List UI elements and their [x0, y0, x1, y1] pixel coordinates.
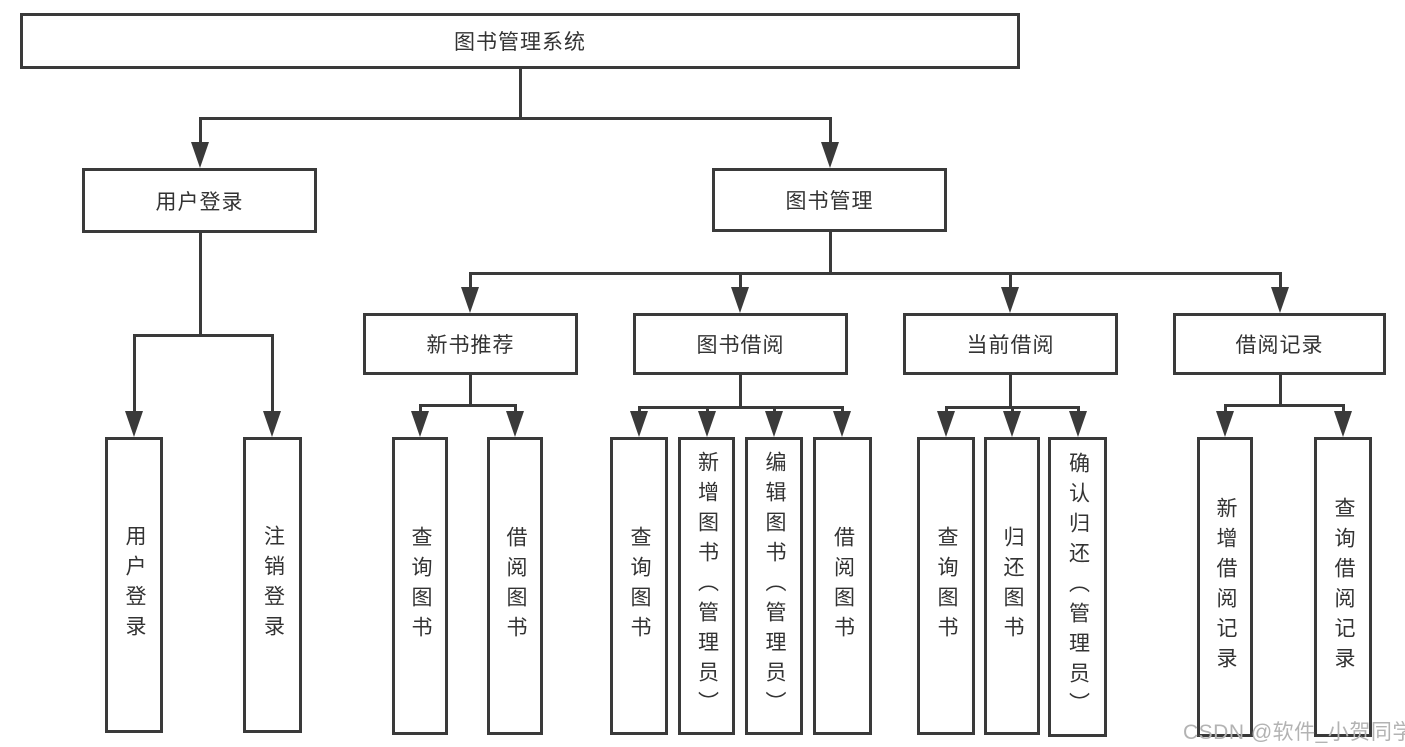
arrow-down-icon — [821, 142, 839, 168]
node-borrow-books-rec: 借阅图书 — [487, 437, 543, 735]
node-logout-action: 注销登录 — [243, 437, 302, 733]
node-label-root: 图书管理系统 — [454, 31, 586, 54]
node-user-login: 用户登录 — [82, 168, 317, 233]
connector-arrow-line — [198, 118, 202, 150]
node-label-confirm-return-admin: 确认归还（管理员） — [1066, 452, 1090, 722]
arrow-down-icon — [630, 411, 648, 437]
node-label-edit-books-admin: 编辑图书（管理员） — [763, 451, 786, 721]
connector-drop-line — [828, 232, 832, 275]
node-label-search-books-rec: 查询图书 — [409, 526, 432, 646]
connector-drop-line — [518, 69, 522, 120]
node-label-borrow-books-borrow: 借阅图书 — [831, 526, 855, 646]
arrow-down-icon — [1001, 287, 1019, 313]
node-borrowing-records: 借阅记录 — [1173, 313, 1386, 375]
node-return-books: 归还图书 — [984, 437, 1040, 735]
node-label-return-books: 归还图书 — [1001, 526, 1024, 646]
node-label-logout-action: 注销登录 — [261, 525, 285, 645]
arrow-down-icon — [1216, 411, 1234, 437]
node-root: 图书管理系统 — [20, 13, 1020, 69]
csdn-watermark: CSDN @软件_小贺同学 — [1183, 721, 1405, 744]
node-add-books-admin: 新增图书（管理员） — [678, 437, 735, 735]
node-label-current-borrowing: 当前借阅 — [966, 334, 1055, 357]
connector-arrow-line — [1008, 273, 1012, 295]
node-confirm-return-admin: 确认归还（管理员） — [1048, 437, 1107, 737]
node-search-borrow-record: 查询借阅记录 — [1314, 437, 1372, 737]
connector-arrow-line — [828, 118, 832, 150]
connector-arrow-line — [1278, 273, 1282, 295]
arrow-down-icon — [698, 411, 716, 437]
node-label-borrowing-records: 借阅记录 — [1235, 334, 1324, 357]
node-label-add-books-admin: 新增图书（管理员） — [695, 451, 719, 721]
node-label-borrow-books-rec: 借阅图书 — [504, 526, 527, 646]
connector-drop-line — [1008, 375, 1012, 409]
node-user-login-action: 用户登录 — [105, 437, 163, 733]
node-current-borrowing: 当前借阅 — [903, 313, 1118, 375]
connector-arrow-line — [468, 273, 472, 295]
arrow-down-icon — [1003, 411, 1021, 437]
node-search-books-borrow: 查询图书 — [610, 437, 668, 735]
node-label-new-book-recommend: 新书推荐 — [426, 334, 515, 357]
connector-rail-line — [637, 405, 844, 409]
node-label-search-books-borrow: 查询图书 — [628, 526, 651, 646]
connector-rail-line — [132, 333, 274, 337]
node-label-book-borrowing: 图书借阅 — [696, 334, 785, 357]
node-borrow-books-borrow: 借阅图书 — [813, 437, 872, 735]
node-edit-books-admin: 编辑图书（管理员） — [745, 437, 803, 735]
node-book-management: 图书管理 — [712, 168, 947, 232]
arrow-down-icon — [731, 287, 749, 313]
node-label-search-borrow-record: 查询借阅记录 — [1332, 497, 1355, 677]
arrow-down-icon — [833, 411, 851, 437]
node-label-add-borrow-record: 新增借阅记录 — [1214, 497, 1237, 677]
node-search-books-rec: 查询图书 — [392, 437, 448, 735]
node-label-book-management: 图书管理 — [785, 190, 874, 213]
arrow-down-icon — [1271, 287, 1289, 313]
node-new-book-recommend: 新书推荐 — [363, 313, 578, 375]
arrow-down-icon — [1069, 411, 1087, 437]
arrow-down-icon — [191, 142, 209, 168]
connector-rail-line — [418, 403, 517, 407]
connector-arrow-line — [270, 335, 274, 419]
connector-rail-line — [198, 116, 832, 120]
connector-drop-line — [468, 375, 472, 407]
connector-arrow-line — [738, 273, 742, 295]
connector-arrow-line — [132, 335, 136, 419]
connector-drop-line — [198, 233, 202, 337]
connector-rail-line — [468, 271, 1282, 275]
node-label-user-login-action: 用户登录 — [123, 525, 146, 645]
connector-rail-line — [1223, 403, 1345, 407]
node-label-search-books-current: 查询图书 — [935, 526, 958, 646]
connector-drop-line — [1278, 375, 1282, 407]
node-add-borrow-record: 新增借阅记录 — [1197, 437, 1253, 737]
node-search-books-current: 查询图书 — [917, 437, 975, 735]
connector-drop-line — [738, 375, 742, 409]
node-book-borrowing: 图书借阅 — [633, 313, 848, 375]
arrow-down-icon — [765, 411, 783, 437]
arrow-down-icon — [125, 411, 143, 437]
arrow-down-icon — [263, 411, 281, 437]
node-label-user-login: 用户登录 — [155, 190, 244, 214]
arrow-down-icon — [1334, 411, 1352, 437]
arrow-down-icon — [411, 411, 429, 437]
arrow-down-icon — [461, 287, 479, 313]
arrow-down-icon — [506, 411, 524, 437]
arrow-down-icon — [937, 411, 955, 437]
